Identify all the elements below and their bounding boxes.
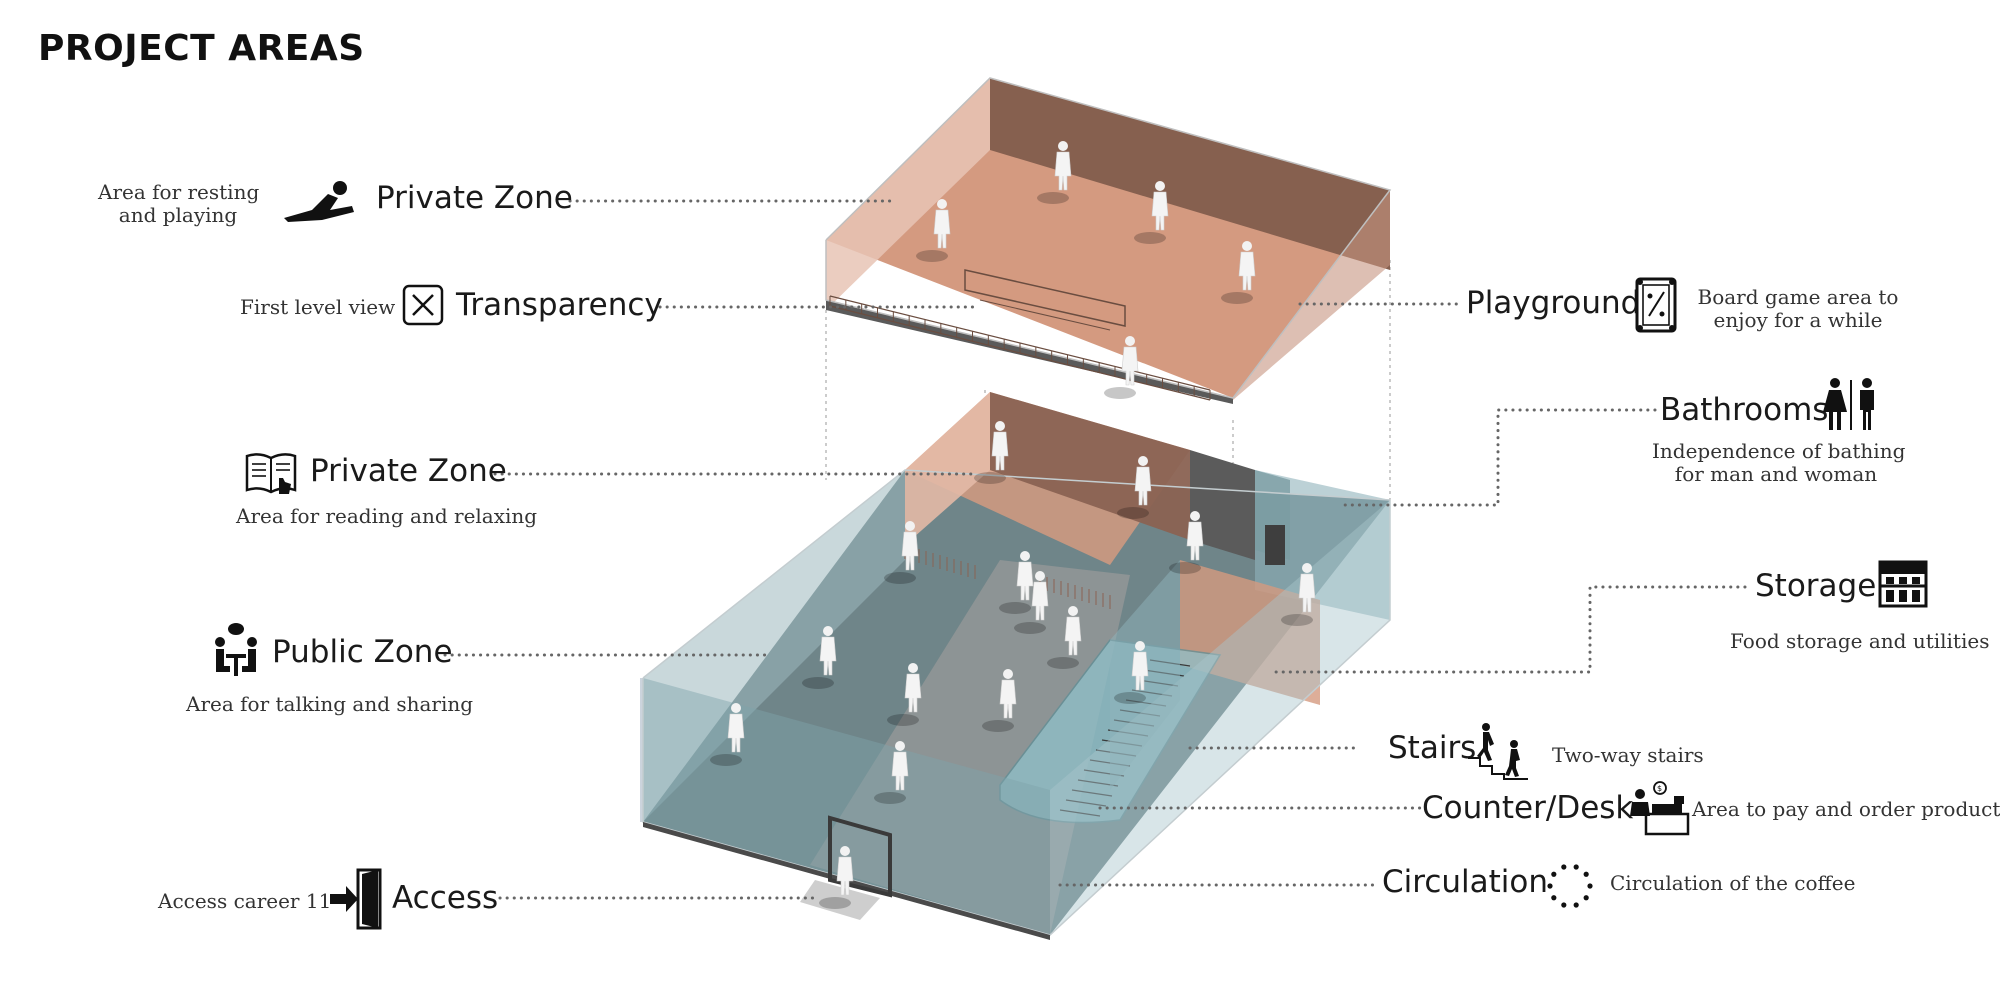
public-zone-label: Public Zone <box>272 634 453 670</box>
open-book-icon <box>245 450 297 498</box>
bathrooms-label: Bathrooms <box>1660 392 1828 428</box>
stairs-icon <box>1466 722 1530 780</box>
bathrooms-description: Independence of bathing for man and woma… <box>1652 440 1900 486</box>
access-description: Access career 11 <box>158 890 331 913</box>
page-title: PROJECT AREAS <box>38 28 365 69</box>
conversation-table-icon <box>212 622 260 680</box>
private-zone-mid-label: Private Zone <box>310 453 507 489</box>
private-zone-top-label: Private Zone <box>376 180 573 216</box>
playground-label: Playground <box>1466 285 1640 321</box>
storage-label: Storage <box>1755 568 1876 604</box>
lower-floor <box>640 392 1390 940</box>
reclining-person-icon <box>282 180 358 224</box>
storage-description: Food storage and utilities <box>1730 630 1989 653</box>
circular-arrows-icon <box>1544 860 1596 912</box>
circulation-description: Circulation of the coffee <box>1610 872 1855 895</box>
cashier-icon: $ <box>1628 780 1690 836</box>
pool-table-icon <box>1634 276 1678 334</box>
counter-desk-label: Counter/Desk <box>1422 790 1633 826</box>
counter-desk-description: Area to pay and order products <box>1692 798 2000 821</box>
cross-box-icon <box>402 284 444 326</box>
circulation-label: Circulation <box>1382 864 1548 900</box>
private-zone-top-description: Area for resting and playing <box>98 181 258 227</box>
private-zone-mid-description: Area for reading and relaxing <box>236 505 537 528</box>
shelves-icon <box>1878 560 1928 608</box>
transparency-label: Transparency <box>456 287 663 323</box>
upper-floor <box>826 78 1390 404</box>
stairs-label: Stairs <box>1388 730 1476 766</box>
door-entry-icon <box>328 868 384 930</box>
playground-description: Board game area to enjoy for a while <box>1688 286 1908 332</box>
access-label: Access <box>392 880 498 916</box>
stairs-description: Two-way stairs <box>1552 744 1704 767</box>
svg-text:$: $ <box>1657 784 1662 793</box>
public-zone-description: Area for talking and sharing <box>186 693 473 716</box>
restroom-icon <box>1822 378 1880 432</box>
transparency-description: First level view <box>240 296 395 319</box>
